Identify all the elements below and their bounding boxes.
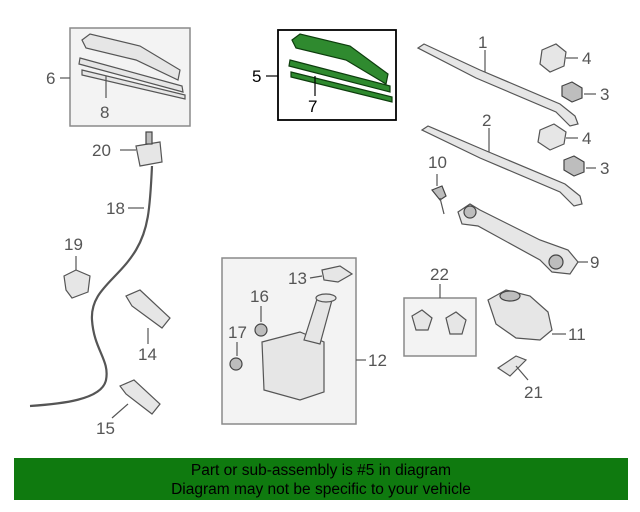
nozzle-right[interactable] (445, 311, 467, 335)
callout-1: 1 (478, 33, 487, 52)
callout-19: 19 (64, 235, 83, 254)
arm-nut-lower[interactable] (563, 155, 585, 177)
callout-10: 10 (428, 153, 447, 172)
bolt-head[interactable] (431, 185, 447, 201)
nozzle-left[interactable] (411, 309, 433, 331)
wiper-arms-group: 1 2 (416, 33, 583, 207)
hose-clip[interactable] (63, 269, 91, 299)
hose-connector-group: 21 (496, 355, 543, 402)
callout-21: 21 (524, 383, 543, 402)
check-valve-group: 20 (92, 131, 163, 167)
blade-refill[interactable] (81, 69, 186, 100)
washer-pump-15[interactable] (119, 379, 161, 415)
callout-12: 12 (368, 351, 387, 370)
callout-13: 13 (288, 269, 307, 288)
highlighted-blade-refill[interactable] (290, 71, 393, 103)
leader-15 (111, 403, 129, 419)
callout-9: 9 (590, 253, 599, 272)
banner-line-1: Part or sub-assembly is #5 in diagram (190, 462, 452, 479)
callout-18: 18 (106, 199, 125, 218)
filler-cap[interactable] (315, 293, 337, 303)
callout-17: 17 (228, 323, 247, 342)
grommet-17[interactable] (229, 357, 243, 371)
wiper-blade-assembly-group: 6 8 (46, 27, 191, 127)
check-valve[interactable] (135, 141, 163, 167)
wiper-arm-2[interactable] (420, 125, 583, 207)
callout-20: 20 (92, 141, 111, 160)
parts-diagram: 6 8 5 7 1 2 4 4 3 3 (29, 27, 609, 438)
washer-reservoir[interactable] (261, 331, 325, 401)
arm-cap-lower[interactable] (537, 123, 567, 151)
motor-cap (499, 290, 521, 302)
highlighted-blade-frame[interactable] (291, 33, 389, 85)
blade-strip-upper[interactable] (78, 57, 184, 93)
callout-15: 15 (96, 419, 115, 438)
washer-hose-group: 18 (29, 165, 154, 408)
bolt-group: 10 (428, 153, 447, 215)
washer-pump-lower-group: 15 (96, 379, 161, 438)
linkage-group: 9 (457, 203, 599, 275)
highlighted-blade-strip[interactable] (288, 59, 391, 93)
reservoir-cap-13[interactable] (321, 265, 354, 283)
linkage-pivot-left (463, 205, 477, 219)
linkage-pivot-right (548, 254, 564, 270)
wiper-linkage[interactable] (457, 203, 579, 275)
grommet-16[interactable] (254, 323, 268, 337)
arm-cap-upper[interactable] (539, 43, 567, 73)
callout-16: 16 (250, 287, 269, 306)
washer-pump-group: 14 (125, 289, 171, 364)
washer-pump-14[interactable] (125, 289, 171, 329)
reservoir-group: 12 13 16 17 (221, 257, 387, 425)
leader-13 (309, 275, 323, 279)
arm-nut-upper[interactable] (561, 81, 583, 103)
callout-6: 6 (46, 69, 55, 88)
nozzle-group: 22 (403, 265, 477, 357)
highlighted-blade-group: 5 7 (252, 29, 397, 121)
info-banner: Part or sub-assembly is #5 in diagram Di… (14, 458, 628, 500)
callout-11: 11 (568, 325, 586, 344)
banner-line-2: Diagram may not be specific to your vehi… (171, 481, 471, 498)
callout-2: 2 (482, 111, 491, 130)
hose-connector[interactable] (496, 355, 528, 377)
caps-and-nuts-group: 4 4 3 3 (537, 43, 609, 178)
callout-4b: 4 (582, 129, 591, 148)
wiper-arm-1[interactable] (416, 43, 579, 127)
callout-3a: 3 (600, 85, 609, 104)
leader-21 (515, 365, 529, 381)
callout-8: 8 (100, 103, 109, 122)
callout-5: 5 (252, 67, 261, 86)
bolt-shank (439, 197, 445, 215)
callout-3b: 3 (600, 159, 609, 178)
valve-nipple (145, 131, 153, 145)
callout-22: 22 (430, 265, 449, 284)
callout-4a: 4 (582, 49, 591, 68)
callout-14: 14 (138, 345, 157, 364)
motor-group: 11 (487, 289, 586, 344)
callout-7: 7 (308, 97, 317, 116)
hose-clip-group: 19 (63, 235, 91, 299)
washer-hose[interactable] (29, 165, 154, 408)
blade-frame[interactable] (81, 33, 181, 81)
